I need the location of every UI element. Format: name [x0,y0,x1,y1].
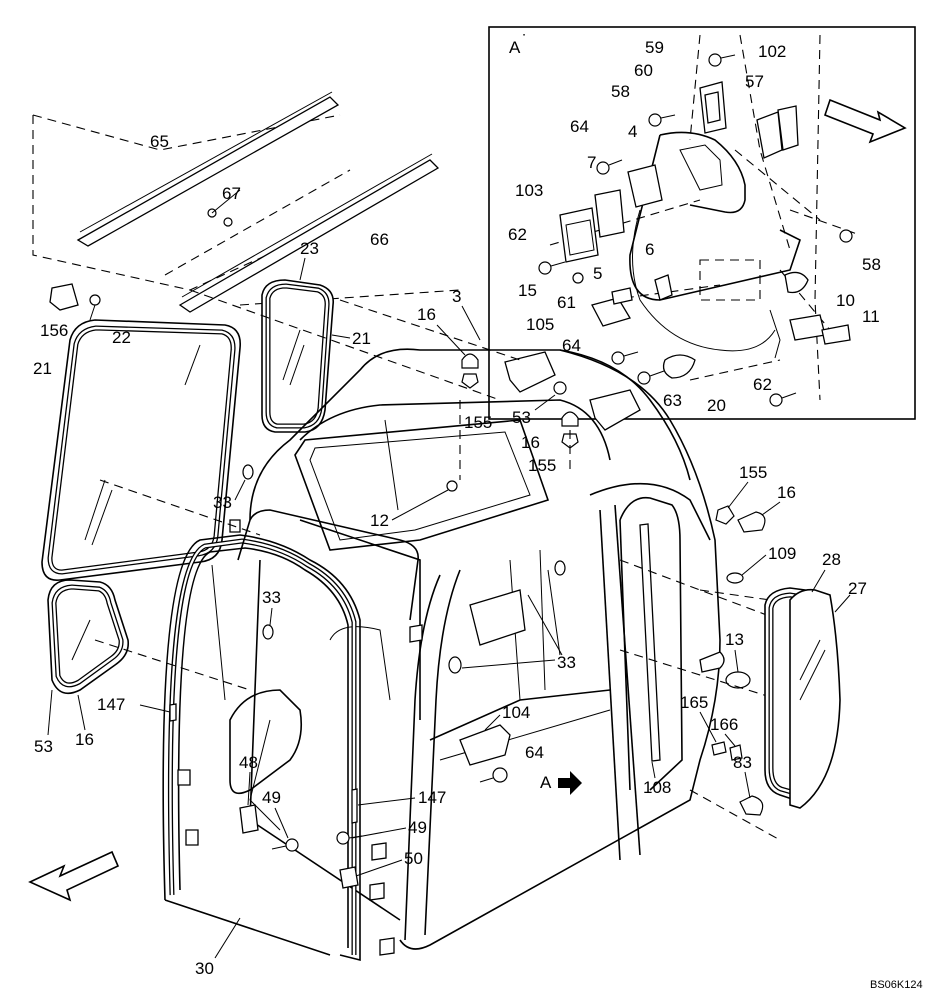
callout-102: 102 [758,42,786,61]
callout-64c: 64 [525,743,544,762]
callout-33: 33 [213,493,232,512]
callout-48: 48 [239,753,258,772]
callout-66: 66 [370,230,389,249]
callout-22: 22 [112,328,131,347]
callout-10: 10 [836,291,855,310]
callout-20: 20 [707,396,726,415]
callout-61: 61 [557,293,576,312]
callout-60: 60 [634,61,653,80]
callout-28: 28 [822,550,841,569]
callout-7: 7 [587,153,596,172]
front-direction-arrow-icon [28,850,120,902]
callout-26: 16 [75,730,94,749]
callout-27: 27 [848,579,867,598]
svg-text:˙: ˙ [522,31,528,50]
callout-16b: 16 [521,433,540,452]
callout-33c: 33 [557,653,576,672]
callout-16c: 16 [777,483,796,502]
callout-83: 83 [733,753,752,772]
callout-64b: 64 [562,336,581,355]
callout-4: 4 [628,122,637,141]
detail-label: A [509,38,521,57]
left-glass-panels: 23 21 156 157 22 21 53 16 [33,239,371,756]
callout-165: 165 [680,693,708,712]
callout-5: 5 [593,264,602,283]
callout-109: 109 [768,544,796,563]
drawing-code: BS06K124 [870,979,923,991]
callout-147b: 147 [418,788,446,807]
callout-11: 11 [862,307,880,326]
callout-13: 13 [725,630,744,649]
callout-166: 166 [710,715,738,734]
callout-62b: 62 [753,375,772,394]
callout-65: 65 [150,132,169,151]
inset-frame [488,26,916,420]
callout-49b: 49 [408,818,427,837]
callout-58: 58 [611,82,630,101]
callout-67: 67 [222,184,241,203]
callout-12: 12 [370,511,389,530]
callout-104: 104 [502,703,530,722]
callout-155b: 155 [528,456,556,475]
view-arrow-icon [558,771,582,795]
callout-57: 57 [745,72,764,91]
callout-147: 147 [97,695,125,714]
roof-rails: 65 67 66 [32,91,461,313]
callout-105: 105 [526,315,554,334]
callout-24: 21 [352,329,371,348]
callout-58b: 58 [862,255,881,274]
callout-103: 103 [515,181,543,200]
right-door-glass: 28 27 [764,550,867,809]
callout-53: 53 [512,408,531,427]
view-marker-a: A [540,773,552,792]
direction-arrow-icon [824,98,907,144]
main-callouts: 3 16 155 53 16 155 33 12 155 16 109 33 3… [97,287,796,978]
callout-16: 16 [417,305,436,324]
callout-49: 49 [262,788,281,807]
callout-63: 63 [663,391,682,410]
callout-6: 6 [645,240,654,259]
callout-59: 59 [645,38,664,57]
callout-155: 155 [464,413,492,432]
callout-64: 64 [570,117,589,136]
callout-108: 108 [643,778,671,797]
callout-3: 3 [452,287,461,306]
callout-23: 23 [300,239,319,258]
callout-50: 50 [404,849,423,868]
callout-25: 53 [34,737,53,756]
callout-156: 156 [40,321,68,340]
callout-33b: 33 [262,588,281,607]
callout-30: 30 [195,959,214,978]
callout-155c: 155 [739,463,767,482]
callout-15: 15 [518,281,537,300]
callout-62: 62 [508,225,527,244]
detail-view-a: A ˙ 59 102 60 57 58 64 4 7 103 62 6 5 15… [488,26,916,420]
callout-21: 21 [33,359,52,378]
